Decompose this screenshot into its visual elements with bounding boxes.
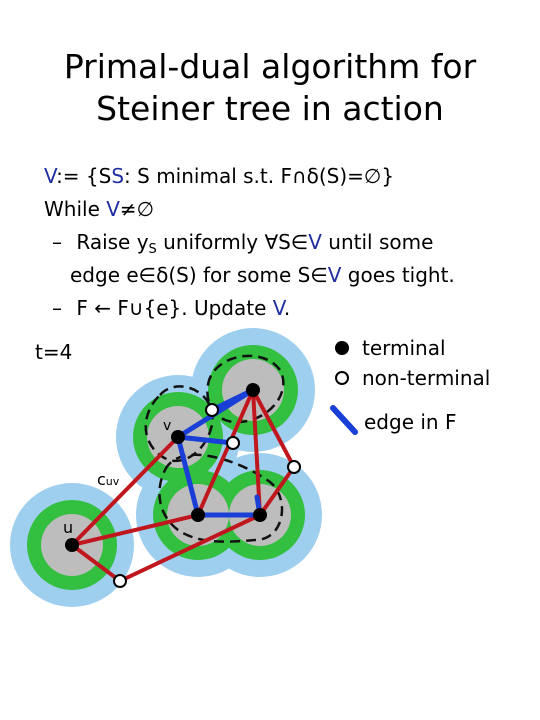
red-edges (70, 388, 296, 583)
non-terminal-nodes (113, 403, 301, 588)
algorithm-text: V:= {SS: S minimal s.t. F∩δ(S)=∅} While … (44, 160, 455, 325)
active-set-symbol: V (327, 263, 342, 287)
blue-edge-mid-bottomleft (175, 434, 201, 518)
red-edge-u-mid (70, 435, 180, 547)
red-edge-nonterm-bottomright (118, 513, 262, 583)
legend-terminal-label: terminal (362, 336, 446, 360)
active-set-symbol: V (272, 296, 284, 320)
moat-boundary-top (206, 354, 285, 424)
text-fragment: := {S (56, 164, 112, 188)
algorithm-line-2: While V≠∅ (44, 193, 455, 226)
red-edge-top-bottomright (251, 388, 262, 517)
node-u-label: u (63, 518, 74, 537)
slide-title: Primal-dual algorithm for Steiner tree i… (0, 46, 540, 130)
title-line-2: Steiner tree in action (96, 89, 444, 128)
text-fragment: goes tight. (341, 263, 455, 287)
legend-edge-label: edge in F (364, 410, 457, 434)
legend (330, 341, 358, 435)
cost-symbol: c (97, 470, 106, 489)
terminal-bottom-left (191, 508, 205, 522)
title-line-1: Primal-dual algorithm for (63, 47, 477, 86)
non-terminal-c (287, 460, 301, 474)
algorithm-line-3: – Raise yS uniformly ∀S∈V until some (44, 226, 455, 259)
algorithm-line-5: – F ← F∪{e}. Update V. (44, 292, 455, 325)
text-fragment: F ← F∪{e}. Update (70, 296, 273, 320)
terminal-bottom-right (253, 508, 267, 522)
text-fragment: uniformly ∀S∈ (156, 230, 309, 254)
node-v-label: v (163, 418, 172, 434)
legend-non-terminal-label: non-terminal (362, 366, 491, 390)
red-edge-nonterm-right-bottomright (258, 465, 296, 517)
text-fragment: : S minimal s.t. F (124, 164, 292, 188)
blue-edge-mid-nonterm (175, 434, 236, 446)
text-fragment: δ(S)=∅} (306, 164, 395, 188)
cost-label: cuv (97, 470, 119, 489)
cost-subscript: uv (105, 475, 120, 488)
script-s-symbol: S (111, 164, 125, 188)
non-terminal-d (113, 574, 127, 588)
red-edge-u-bottomleft (70, 513, 200, 547)
legend-non-terminal-icon (335, 371, 349, 385)
legend-edge-icon (330, 405, 358, 435)
subscript: S (148, 242, 157, 257)
moat-boundary-middle (144, 385, 214, 463)
terminal-mid (171, 430, 185, 444)
red-edge-u-nonterm (70, 543, 122, 583)
active-set-symbol: V (308, 230, 322, 254)
red-edge-top-bottomleft (196, 388, 255, 517)
bullet-dash: – (52, 296, 62, 320)
text-fragment: . (283, 296, 291, 320)
time-label: t=4 (35, 340, 73, 364)
bullet-dash: – (52, 230, 62, 254)
while-keyword: While (44, 197, 107, 221)
algorithm-line-4: edge e∈δ(S) for some S∈V goes tight. (44, 259, 455, 292)
terminal-top (246, 383, 260, 397)
terminal-nodes (65, 383, 267, 552)
terminal-u (65, 538, 79, 552)
non-terminal-b (226, 436, 240, 450)
text-fragment: until some (321, 230, 434, 254)
active-set-symbol: V (44, 164, 57, 188)
cap-symbol: ∩ (291, 164, 307, 188)
text-fragment: Raise y (70, 230, 149, 254)
non-terminal-a (205, 403, 219, 417)
text-fragment: edge e∈δ(S) for some S∈ (70, 263, 328, 287)
active-set-symbol: V (106, 197, 120, 221)
legend-terminal-icon (335, 341, 349, 355)
red-edge-top-nonterm-right (251, 388, 296, 469)
algorithm-line-1: V:= {SS: S minimal s.t. F∩δ(S)=∅} (44, 160, 455, 193)
text-fragment: ≠∅ (119, 197, 155, 221)
